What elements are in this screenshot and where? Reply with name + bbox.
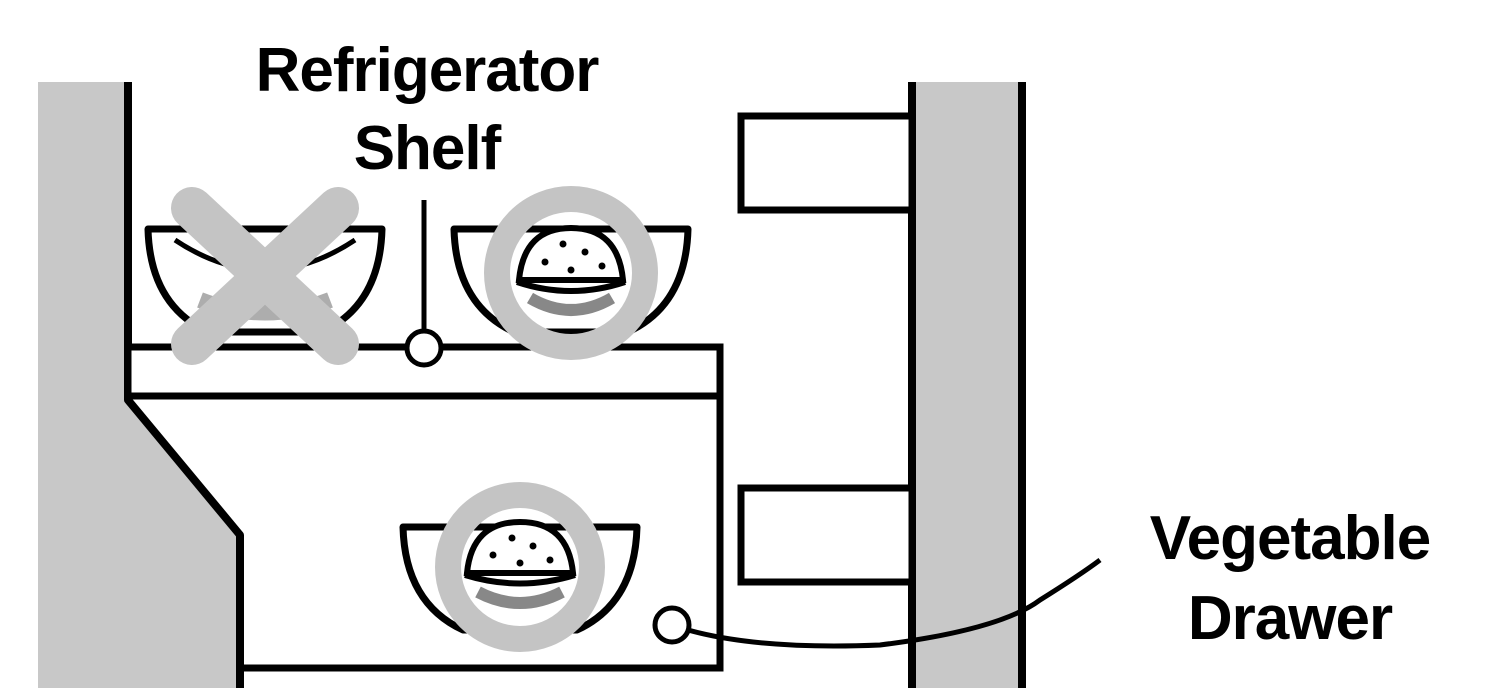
refrigerator-shelf-label: Refrigerator Shelf [212, 40, 642, 180]
door-bin-upper [737, 112, 916, 214]
vegetable-drawer-label: Vegetable Drawer [1105, 508, 1475, 650]
refrigerator-shelf-label-line1: Refrigerator [255, 36, 600, 105]
vegetable-drawer-label-line2: Drawer [1187, 584, 1393, 653]
shelf-leader-line [404, 200, 444, 368]
vegetable-drawer [128, 392, 724, 672]
covered-food-icon [515, 224, 627, 316]
vegetable-drawer-label-line1: Vegetable [1149, 504, 1431, 573]
right-door-wall [908, 82, 1026, 688]
left-wall [38, 82, 244, 688]
circle-mark-icon [484, 186, 658, 360]
x-mark-icon [171, 187, 359, 365]
covered-food-icon [463, 518, 577, 609]
refrigerator-shelf-label-line2: Shelf [353, 114, 502, 183]
door-bin-lower [737, 484, 916, 586]
drawer-leader-line [652, 557, 1102, 649]
circle-mark-icon [435, 482, 605, 652]
